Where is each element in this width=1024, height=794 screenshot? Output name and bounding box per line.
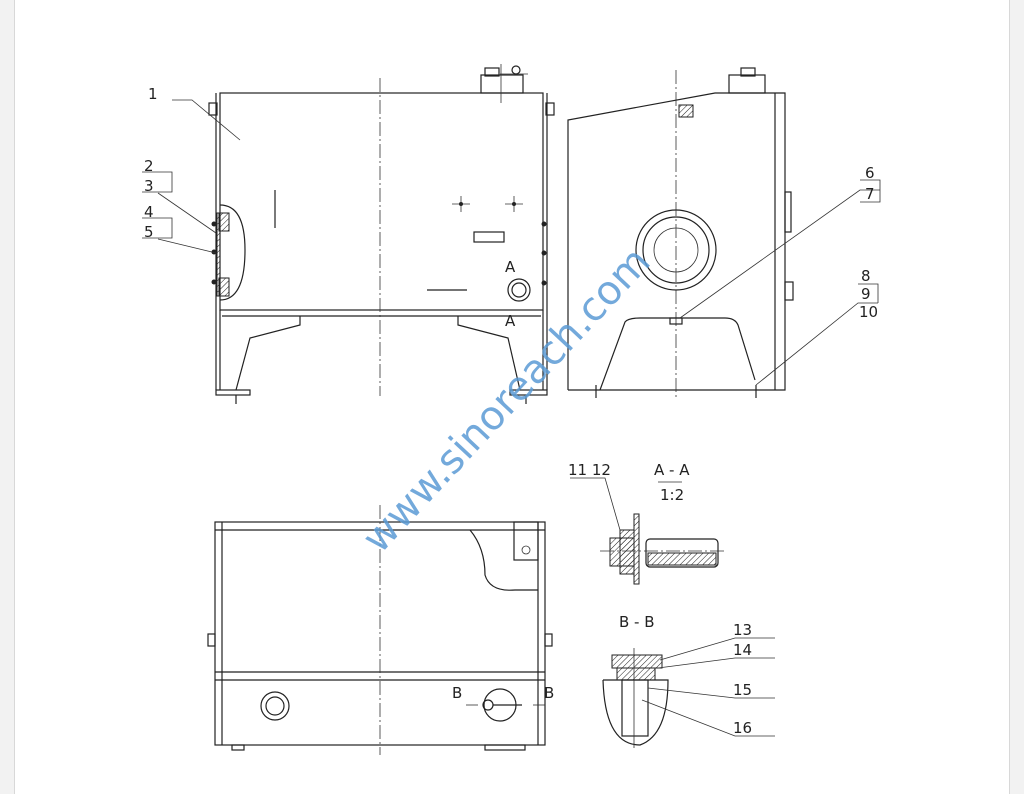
callout-5: 5 — [144, 223, 154, 241]
section-b-b-title: B - B — [619, 613, 655, 631]
callout-1: 1 — [148, 85, 158, 103]
callout-4: 4 — [144, 203, 154, 221]
callout-11-12: 11 12 — [568, 461, 611, 479]
top-view: B B — [207, 505, 554, 755]
side-view: 6 7 8 9 10 — [567, 67, 881, 400]
callout-9: 9 — [861, 285, 871, 303]
section-mark-a-top: A — [505, 258, 516, 276]
section-a-a-title: A - A — [654, 461, 690, 479]
callout-13: 13 — [733, 621, 752, 639]
section-mark-b-right: B — [544, 684, 554, 702]
section-mark-b-left: B — [452, 684, 462, 702]
section-b-b: B - B 13 14 15 16 — [602, 613, 775, 748]
front-view: 1 2 3 4 5 A A — [142, 64, 555, 404]
callout-3: 3 — [144, 177, 154, 195]
section-a-a: 11 12 A - A 1:2 — [568, 461, 725, 585]
callout-8: 8 — [861, 267, 871, 285]
drawing-sheet — [14, 0, 1010, 794]
callout-10: 10 — [859, 303, 878, 321]
callout-16: 16 — [733, 719, 752, 737]
callout-15: 15 — [733, 681, 752, 699]
section-a-a-scale: 1:2 — [660, 486, 684, 504]
callout-6: 6 — [865, 164, 875, 182]
callout-7: 7 — [865, 185, 875, 203]
callout-14: 14 — [733, 641, 752, 659]
callout-2: 2 — [144, 157, 154, 175]
section-mark-a-bottom: A — [505, 312, 516, 330]
watermark: www.sinoreach.com — [354, 239, 660, 562]
